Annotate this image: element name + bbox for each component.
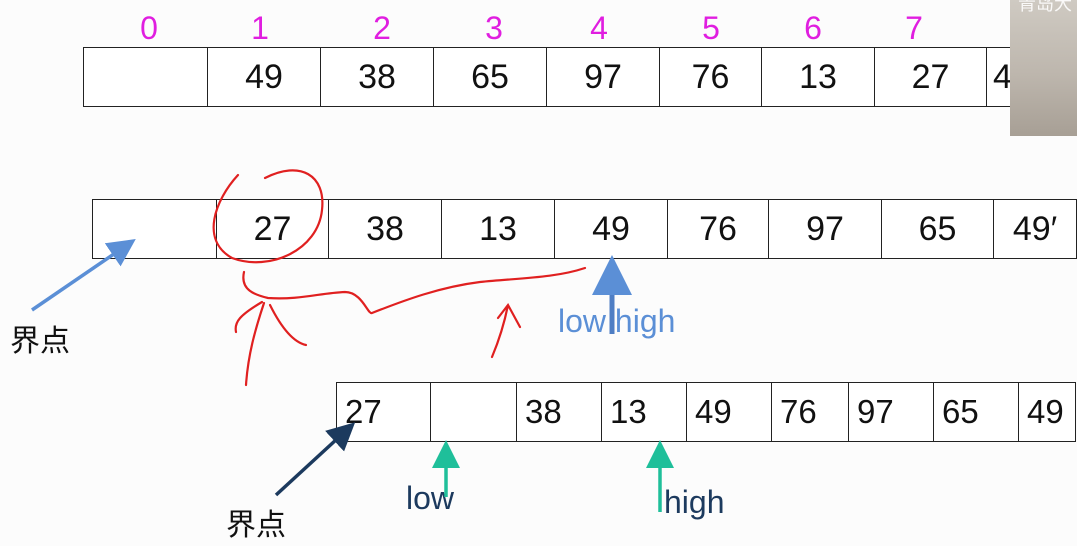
array-cell: 4 [993, 57, 1012, 96]
index-label-1: 1 [251, 10, 269, 46]
array-cell: 49 [687, 383, 772, 441]
array-row-subpartition: 27 38 13 49 76 97 65 49 [336, 382, 1076, 442]
red-stroke-annotation [268, 303, 308, 347]
array-cell: 49′ [1012, 209, 1058, 248]
red-up-arrow-annotation [490, 302, 522, 359]
high-label: high [664, 484, 725, 520]
array-cell: 97 [769, 200, 882, 258]
array-cell [93, 200, 217, 258]
presenter-video-thumbnail: 青岛大 [1010, 0, 1077, 136]
red-stroke-annotation [234, 300, 264, 334]
pivot-label-2: 界点 [226, 508, 286, 543]
array-cell: 13 [442, 200, 555, 258]
array-cell: 65 [882, 200, 994, 258]
array-row-original: 49 38 65 97 76 13 27 4 [83, 47, 1028, 107]
index-label-6: 6 [804, 10, 822, 46]
array-row-partitioned: 27 38 13 49 76 97 65 49′ [92, 199, 1077, 259]
array-cell: 38 [329, 200, 442, 258]
array-cell [84, 48, 208, 106]
index-label-3: 3 [485, 10, 503, 46]
low-high-label: low high [558, 303, 676, 339]
index-label-5: 5 [702, 10, 720, 46]
array-cell: 27 [217, 200, 329, 258]
array-cell: 97 [547, 48, 660, 106]
array-cell: 38 [321, 48, 434, 106]
index-label-0: 0 [140, 10, 158, 46]
array-cell: 38 [517, 383, 602, 441]
array-cell: 65 [934, 383, 1019, 441]
array-cell: 65 [434, 48, 547, 106]
array-cell: 27 [875, 48, 987, 106]
array-cell: 49 [555, 200, 668, 258]
red-brace-annotation [242, 266, 587, 315]
index-label-4: 4 [590, 10, 608, 46]
red-stroke-annotation [244, 301, 266, 387]
array-cell: 13 [762, 48, 875, 106]
pivot-label-1: 界点 [10, 324, 70, 359]
array-cell: 13 [602, 383, 687, 441]
index-label-7: 7 [905, 10, 923, 46]
array-cell: 97 [849, 383, 934, 441]
presenter-caption: 青岛大 [1018, 0, 1072, 15]
array-cell: 49 [1027, 393, 1064, 430]
low-label: low [406, 480, 455, 516]
array-cell: 27 [337, 383, 431, 441]
index-label-2: 2 [373, 10, 391, 46]
array-cell: 76 [772, 383, 849, 441]
array-cell [431, 383, 517, 441]
array-cell: 76 [660, 48, 762, 106]
array-cell: 49 [208, 48, 321, 106]
array-cell: 76 [668, 200, 769, 258]
